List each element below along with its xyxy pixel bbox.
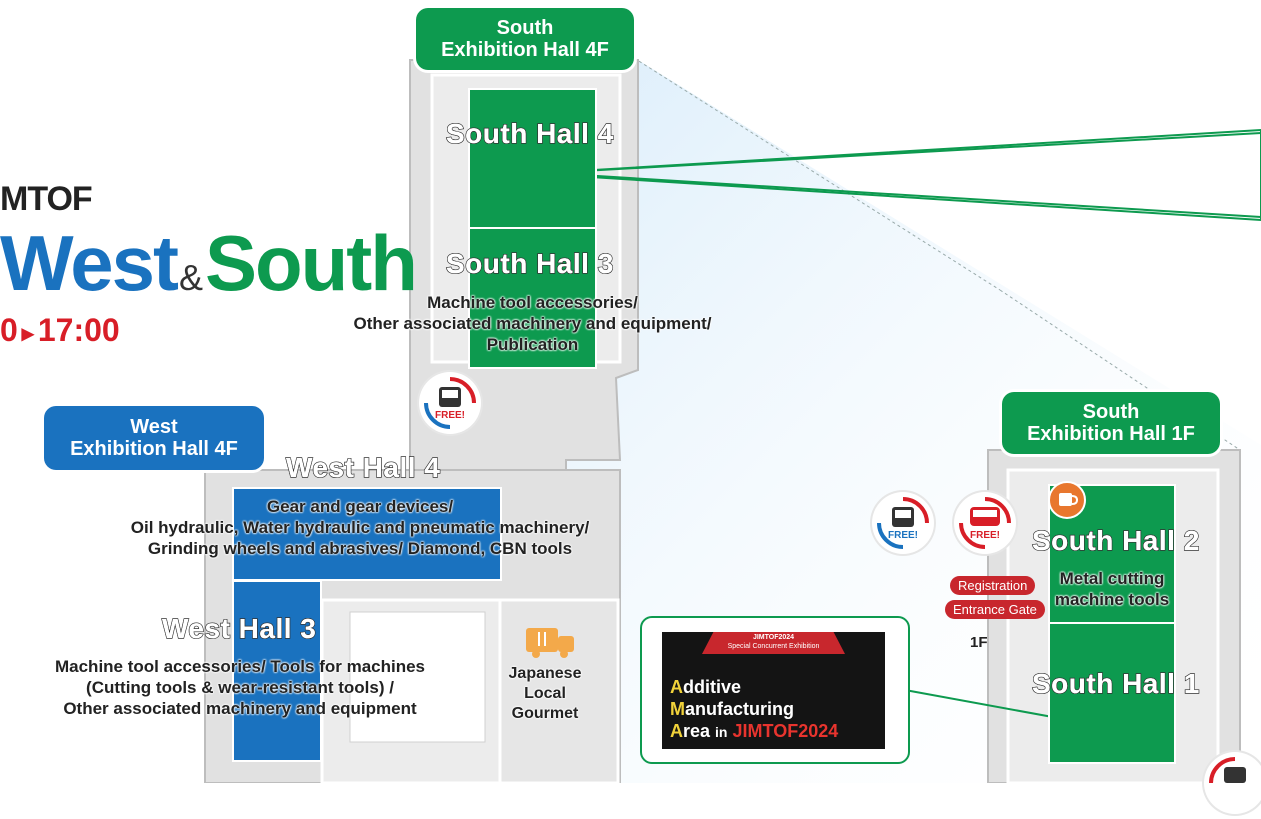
entrance-gate-label[interactable]: Entrance Gate xyxy=(945,600,1045,619)
free-label: FREE! xyxy=(970,530,1000,541)
west-hall-3-area[interactable] xyxy=(232,580,322,762)
banner-heading: Additive Manufacturing Area in JIMTOF202… xyxy=(670,676,838,743)
desc-line: Gourmet xyxy=(511,705,579,722)
free-shuttle-badge[interactable]: FREE! xyxy=(872,492,934,554)
japanese-local-gourmet-label: Japanese Local Gourmet xyxy=(500,664,590,724)
south-hall-1-title: South Hall 1 xyxy=(1031,667,1200,700)
cafe-icon xyxy=(1048,481,1086,519)
desc-line: Local xyxy=(524,685,566,702)
banner-word: in xyxy=(715,724,728,740)
west-hall-4-description: Gear and gear devices/ Oil hydraulic, Wa… xyxy=(60,496,660,559)
desc-line: Publication xyxy=(486,335,579,354)
desc-line: Machine tool accessories/ xyxy=(427,293,638,312)
south-hall-3-description: Machine tool accessories/ Other associat… xyxy=(335,292,730,355)
shuttle-bus-icon xyxy=(877,497,929,549)
tab-line-1: South xyxy=(496,17,554,39)
shuttle-bus-icon xyxy=(424,377,476,429)
banner-word: rea xyxy=(683,721,711,741)
banner-brand: JIMTOF2024 xyxy=(752,634,795,641)
free-bus-badge[interactable]: FREE! xyxy=(954,492,1016,554)
tab-south-exhibition-hall-4f[interactable]: South Exhibition Hall 4F xyxy=(416,8,634,70)
desc-line: Grinding wheels and abrasives/ Diamond, … xyxy=(147,539,573,558)
west-hall-3-title: West Hall 3 xyxy=(161,612,317,645)
accent-letter: A xyxy=(670,677,683,697)
accent-letter: A xyxy=(670,721,683,741)
west-south-logo: West&South xyxy=(0,218,418,309)
banner-word: anufacturing xyxy=(685,699,795,719)
south-hall-1-area[interactable] xyxy=(1048,622,1176,764)
bus-icon xyxy=(959,497,1011,549)
desc-line: Oil hydraulic, Water hydraulic and pneum… xyxy=(130,518,590,537)
accent-letter: M xyxy=(670,699,685,719)
tab-line-2: Exhibition Hall 4F xyxy=(441,39,609,61)
logo-ampersand: & xyxy=(178,257,203,298)
am-area-banner[interactable]: JIMTOF2024 Special Concurrent Exhibition… xyxy=(662,632,885,749)
desc-line: (Cutting tools & wear-resistant tools) / xyxy=(86,678,394,697)
floor-label: 1F xyxy=(970,634,988,651)
west-hall-4-area[interactable] xyxy=(232,487,502,581)
west-hall-4-title: West Hall 4 xyxy=(285,451,441,484)
desc-line: Metal cutting xyxy=(1059,569,1165,588)
banner-word: dditive xyxy=(683,677,742,697)
tab-line-2: Exhibition Hall 1F xyxy=(1027,423,1195,445)
south-hall-4-area[interactable] xyxy=(468,88,597,229)
time-end: 17:00 xyxy=(37,312,120,348)
south-hall-2-description: Metal cutting machine tools xyxy=(1048,568,1176,610)
desc-line: machine tools xyxy=(1054,590,1170,609)
tab-line-1: West xyxy=(130,416,178,438)
tab-line-1: South xyxy=(1082,401,1140,423)
south-hall-2-title: South Hall 2 xyxy=(1031,524,1200,557)
time-start: 0 xyxy=(0,312,18,348)
banner-brand-accent: JIMTOF2024 xyxy=(732,721,839,741)
tab-west-exhibition-hall-4f[interactable]: West Exhibition Hall 4F xyxy=(44,406,264,470)
desc-line: Machine tool accessories/ Tools for mach… xyxy=(54,657,426,676)
south-hall-4-title: South Hall 4 xyxy=(445,117,614,150)
shuttle-bus-icon xyxy=(1209,757,1246,784)
jimtof-logo-text: MTOF xyxy=(0,180,93,218)
south-hall-3-area[interactable] xyxy=(468,227,597,369)
desc-line: Other associated machinery and equipment… xyxy=(353,314,712,333)
free-shuttle-badge[interactable]: FREE! xyxy=(419,372,481,434)
registration-label[interactable]: Registration xyxy=(950,576,1036,595)
desc-line: Other associated machinery and equipment xyxy=(63,699,417,718)
tab-south-exhibition-hall-1f[interactable]: South Exhibition Hall 1F xyxy=(1002,392,1220,454)
free-label: FREE! xyxy=(888,530,918,541)
desc-line: Gear and gear devices/ xyxy=(266,497,454,516)
logo-south: South xyxy=(204,219,418,307)
time-arrow-icon: ▸ xyxy=(21,320,34,347)
free-shuttle-badge-partial[interactable] xyxy=(1204,752,1261,814)
west-hall-3-description: Machine tool accessories/ Tools for mach… xyxy=(0,656,480,719)
free-label: FREE! xyxy=(435,410,465,421)
banner-subtitle: Special Concurrent Exhibition xyxy=(727,643,820,650)
south-hall-3-title: South Hall 3 xyxy=(445,247,614,280)
food-truck-icon xyxy=(526,628,574,658)
tab-line-2: Exhibition Hall 4F xyxy=(70,438,238,460)
desc-line: Japanese xyxy=(508,665,582,682)
logo-west: West xyxy=(0,219,179,307)
open-hours: 0▸17:00 xyxy=(0,312,120,349)
